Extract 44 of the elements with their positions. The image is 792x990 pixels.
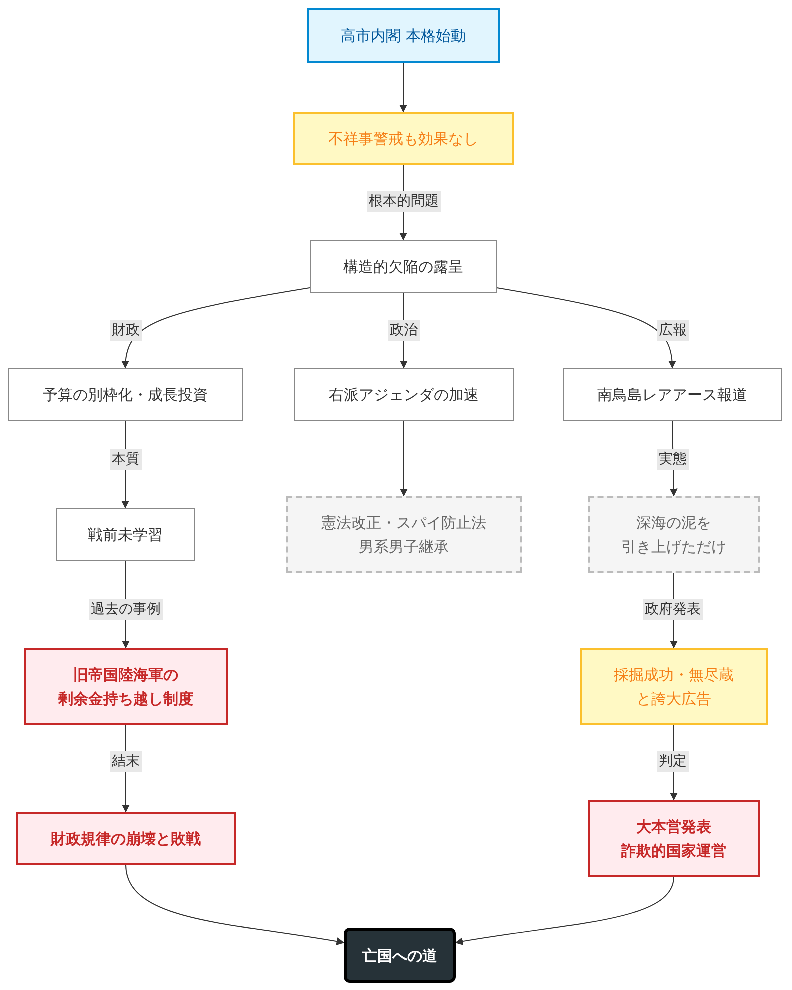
end-box: [344, 928, 456, 983]
node-text: 不祥事警戒も効果なし: [328, 128, 478, 150]
process-box: [563, 368, 782, 421]
arrow: [400, 62, 408, 113]
edge-label: 政治: [388, 320, 420, 342]
edge-label: 結末: [110, 752, 142, 772]
node-text: 戦前未学習: [88, 524, 163, 546]
edge-label: 本質: [110, 450, 142, 470]
edge-label: 実態: [657, 450, 689, 470]
arrow: [122, 288, 310, 369]
arrow: [126, 864, 345, 946]
node-text: 予算の別枠化・成長投資: [43, 384, 208, 406]
node-text: 深海の泥を引き上げただけ: [622, 512, 726, 558]
edge-label: 判定: [657, 752, 689, 772]
note-box: [286, 496, 522, 573]
node-text: 南鳥島レアアース報道: [598, 384, 748, 406]
node-text: 採掘成功・無尽蔵と誇大広告: [614, 664, 734, 710]
edge-label: 政府発表: [643, 600, 703, 620]
alert-box: [16, 812, 236, 865]
note-box: [588, 496, 760, 573]
arrow: [455, 876, 674, 946]
warning-box: [580, 648, 768, 725]
node-text: 亡国への道: [362, 946, 438, 966]
edge-label: 根本的問題: [367, 192, 441, 212]
warning-box: [293, 112, 514, 165]
process-box: [294, 368, 514, 421]
process-box: [310, 240, 497, 293]
node-text: 大本営発表詐欺的国家運営: [622, 816, 726, 862]
arrow: [400, 420, 408, 497]
edge-label: 広報: [657, 320, 689, 342]
node-text: 高市内閣 本格始動: [341, 26, 466, 46]
process-box: [8, 368, 243, 421]
edge-label: 財政: [110, 320, 142, 342]
node-text: 財政規律の崩壊と敗戦: [51, 828, 201, 850]
start-box: [307, 8, 500, 63]
alert-box: [588, 800, 760, 877]
edge-label: 過去の事例: [89, 600, 163, 620]
node-text: 構造的欠陥の露呈: [344, 256, 464, 278]
node-text: 右派アジェンダの加速: [329, 384, 479, 406]
node-text: 憲法改正・スパイ防止法男系男子継承: [322, 512, 486, 558]
arrow: [496, 288, 676, 369]
alert-box: [24, 648, 228, 725]
node-text: 旧帝国陸海軍の剰余金持ち越し制度: [58, 664, 194, 710]
process-box: [56, 508, 195, 561]
